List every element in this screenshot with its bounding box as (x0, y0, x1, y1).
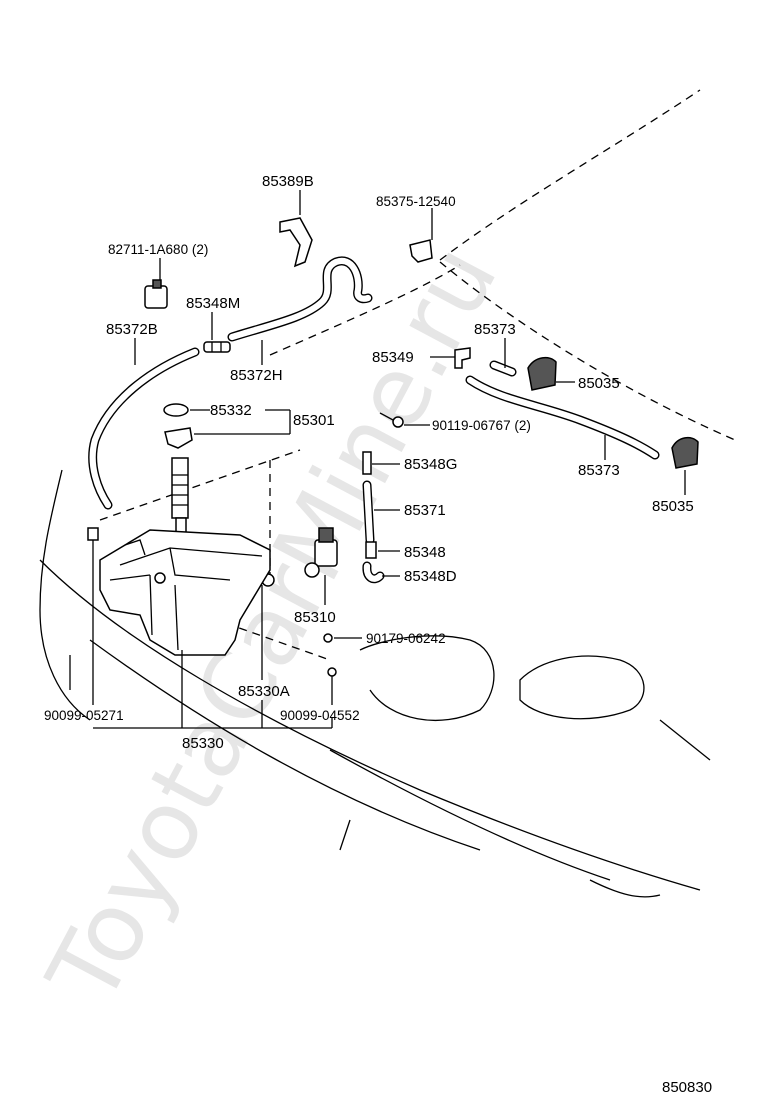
clamp-85389B (279, 217, 313, 268)
elbow-85348D (362, 561, 385, 584)
connector-82711 (144, 279, 168, 309)
label-85373-upper: 85373 (474, 321, 516, 338)
nozzle-85035-upper (527, 356, 557, 391)
label-85348D: 85348D (404, 568, 457, 585)
label-85372B: 85372B (106, 321, 158, 338)
joint-85348G (362, 451, 372, 475)
car-body-outline (39, 89, 736, 898)
joint-85348 (365, 541, 377, 559)
label-85301: 85301 (293, 412, 335, 429)
cap-85301 (164, 427, 193, 449)
label-85330: 85330 (182, 735, 224, 752)
screw-90099-04552 (327, 667, 337, 690)
hose-85371 (362, 480, 375, 545)
hose-85373-short (489, 360, 517, 377)
hose-85372B (88, 347, 200, 510)
label-85332: 85332 (210, 402, 252, 419)
hose-85372H (227, 256, 373, 342)
part-labels: 85389B 85375-12540 82711-1A680 (2) 85348… (44, 173, 694, 752)
hose-85373 (465, 375, 660, 460)
pump-85310 (304, 527, 338, 578)
label-85348M: 85348M (186, 295, 240, 312)
label-85371: 85371 (404, 502, 446, 519)
tank-85330 (99, 529, 271, 656)
nut-90099-05271 (87, 527, 99, 541)
label-85372H: 85372H (230, 367, 283, 384)
label-82711-1A680: 82711-1A680 (2) (108, 242, 208, 257)
gasket-85332 (163, 403, 189, 417)
label-85375-12540: 85375-12540 (376, 194, 456, 209)
diagram-id: 850830 (662, 1079, 712, 1096)
clip-90179 (323, 633, 333, 643)
label-85310: 85310 (294, 609, 336, 626)
clip-85375 (409, 239, 433, 263)
leader-lines (92, 190, 686, 729)
joint-85348M (203, 341, 231, 353)
bolt-90119 (379, 412, 404, 428)
label-90179-06242: 90179-06242 (366, 631, 446, 646)
label-85035-upper: 85035 (578, 375, 620, 392)
label-85035-lower: 85035 (652, 498, 694, 515)
label-90099-05271: 90099-05271 (44, 708, 124, 723)
joint-85349 (454, 347, 471, 369)
label-85349: 85349 (372, 349, 414, 366)
label-85348: 85348 (404, 544, 446, 561)
label-90099-04552: 90099-04552 (280, 708, 360, 723)
label-85389B: 85389B (262, 173, 314, 190)
label-90119-06767: 90119-06767 (2) (432, 418, 531, 433)
label-85348G: 85348G (404, 456, 457, 473)
nozzle-85035-lower (671, 436, 699, 469)
label-85373-lower: 85373 (578, 462, 620, 479)
label-85330A: 85330A (238, 683, 290, 700)
watermark: ToyotaCarMine.ru (26, 228, 519, 1022)
